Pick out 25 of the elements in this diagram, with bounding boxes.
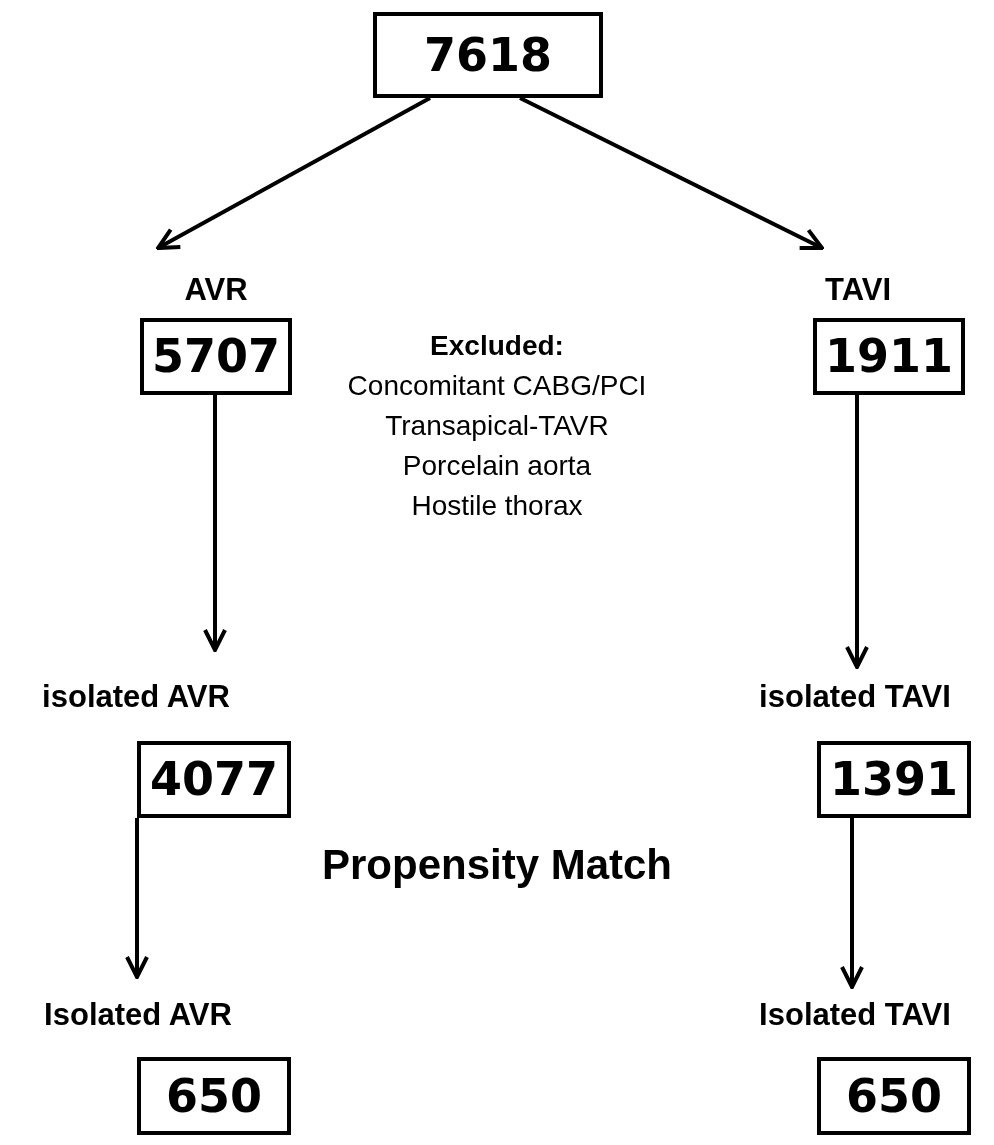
count-box: 7618	[373, 12, 603, 98]
arrow	[845, 395, 869, 669]
count-box: 5707	[140, 318, 292, 395]
arrow	[203, 395, 227, 652]
count-box: 650	[817, 1057, 971, 1135]
arrow	[840, 818, 864, 989]
count-box: 1911	[813, 318, 965, 395]
arrow	[125, 818, 149, 979]
box-heading: isolated AVR	[42, 679, 230, 715]
note-text: Concomitant CABG/PCI	[347, 369, 647, 403]
note-text: Porcelain aorta	[402, 449, 592, 483]
box-heading: AVR	[184, 272, 248, 308]
count-box: 650	[137, 1057, 291, 1135]
note-text: Transapical-TAVR	[385, 409, 609, 443]
arrow	[156, 96, 431, 250]
count-box: 1391	[817, 741, 971, 818]
box-heading: Isolated AVR	[44, 997, 232, 1033]
box-heading: Isolated TAVI	[759, 997, 951, 1033]
note-text: Excluded:	[430, 329, 564, 363]
count-box: 4077	[137, 741, 291, 818]
arrow	[519, 96, 824, 251]
section-label: Propensity Match	[321, 840, 673, 890]
box-heading: isolated TAVI	[759, 679, 951, 715]
box-heading: TAVI	[825, 272, 891, 308]
note-text: Hostile thorax	[411, 489, 583, 523]
